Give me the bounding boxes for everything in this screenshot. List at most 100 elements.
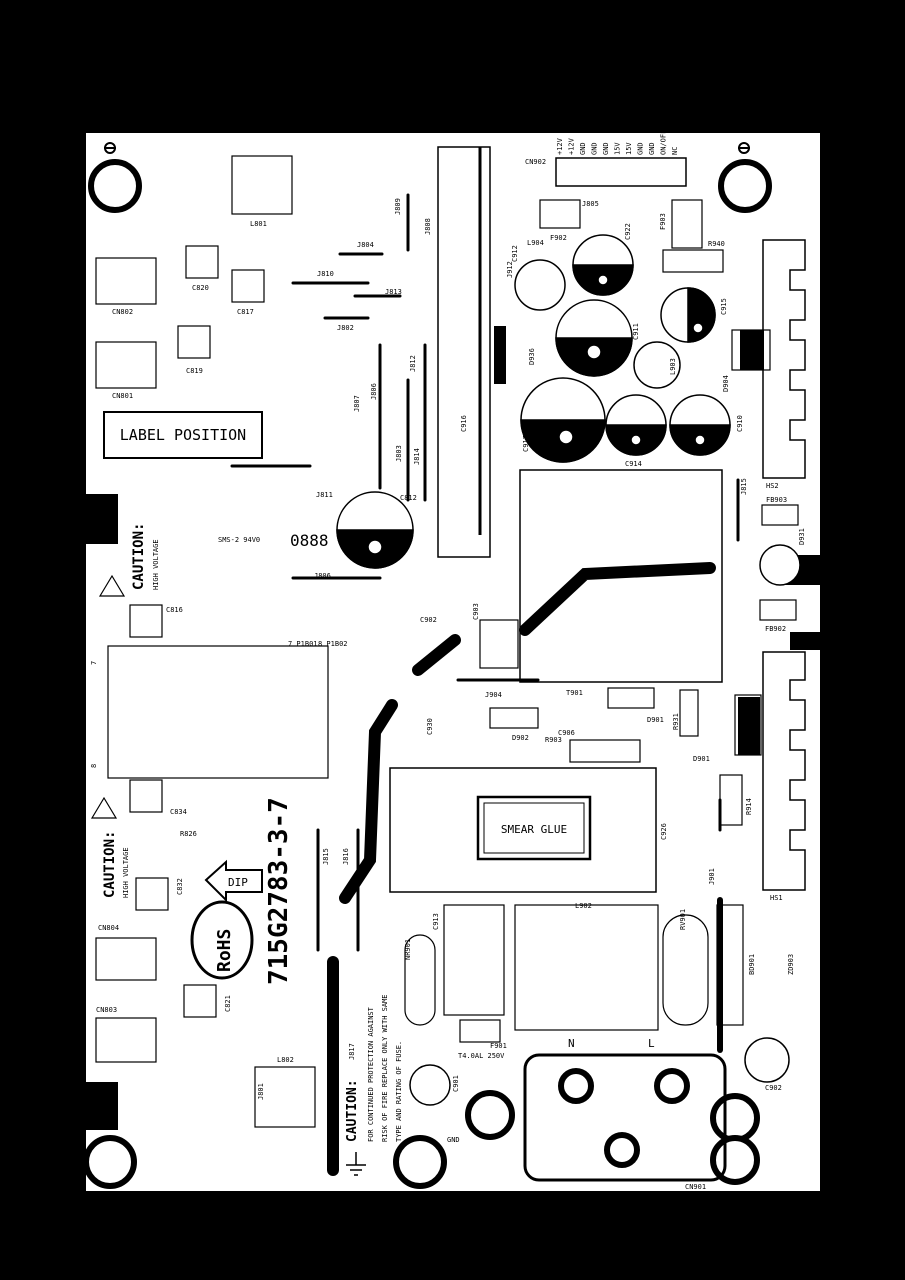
ref-t901: T901 (566, 689, 583, 697)
ref-fb902: FB902 (765, 625, 786, 633)
flammability-rating: SMS-2 94V0 (218, 536, 260, 544)
ref-j816: J816 (342, 848, 350, 865)
component-strip (437, 146, 491, 558)
ref-c820: C820 (192, 284, 209, 292)
diode-pad (494, 326, 506, 384)
ref-c819: C819 (186, 367, 203, 375)
ref-c901: C901 (452, 1075, 460, 1092)
ref-c817: C817 (237, 308, 254, 316)
ref-l801: L801 (250, 220, 267, 228)
connector-cn902 (555, 157, 687, 187)
ref-l903: L903 (669, 358, 677, 375)
ref-j912: J912 (506, 261, 514, 278)
ref-j814: J814 (413, 448, 421, 465)
connector-pin-label: GND (637, 142, 645, 155)
label-dip: DIP (228, 876, 248, 889)
ref-hs2: HS2 (766, 482, 779, 490)
edge-notch (790, 632, 820, 650)
svg-text:RISK OF FIRE REPLACE ONLY WITH: RISK OF FIRE REPLACE ONLY WITH SAME (381, 994, 389, 1142)
ref-c821: C821 (224, 995, 232, 1012)
warning-icon (98, 574, 126, 597)
ref-r914: R914 (745, 798, 753, 815)
connector-pin-label: +12V (568, 137, 576, 155)
svg-text:CAUTION:: CAUTION: (102, 831, 118, 898)
label-line: L (648, 1037, 655, 1050)
ref-c913: C913 (432, 913, 440, 930)
ref-c902: C902 (420, 616, 437, 624)
smear-glue-area (389, 767, 657, 893)
ref-cn902: CN902 (525, 158, 546, 166)
connector-pin-label: GND (648, 142, 656, 155)
rohs-badge (190, 900, 254, 980)
ref-d901: D901 (647, 716, 664, 724)
ref-f902: F902 (550, 234, 567, 242)
ref-l802: L802 (277, 1056, 294, 1064)
ref-c816: C816 (166, 606, 183, 614)
reference-designators: L801J809J810J804C820C817C819J808J813J802… (90, 198, 806, 1191)
inductor-circles (409, 259, 801, 1106)
date-code: 0888 (290, 531, 329, 550)
svg-text:HIGH VOLTAGE: HIGH VOLTAGE (122, 847, 130, 898)
connector-pin-label: GND (591, 142, 599, 155)
ref-c902b: C902 (765, 1084, 782, 1092)
ref-c910: C910 (736, 415, 744, 432)
ref-rv901: RV901 (679, 909, 687, 930)
ref-d901b: D901 (693, 755, 710, 763)
edge-notch (86, 494, 118, 544)
label-neutral: N (568, 1037, 575, 1050)
ref-c926: C926 (660, 823, 668, 840)
ref-c922: C922 (624, 223, 632, 240)
ref-j810: J810 (317, 270, 334, 278)
ref-c912: C912 (511, 245, 519, 262)
ref-c915: C915 (720, 298, 728, 315)
ref-j806b: J806 (314, 572, 331, 580)
svg-text:CAUTION:: CAUTION: (345, 1079, 360, 1142)
pin-marker: 7 P1B01 (288, 640, 318, 648)
ref-cn801: CN801 (112, 392, 133, 400)
ref-d904: D904 (722, 375, 730, 392)
transformer-t901 (519, 469, 723, 683)
label-position: LABEL POSITION (120, 426, 246, 444)
ref-j805: J805 (582, 200, 599, 208)
ref-d936: D936 (528, 348, 536, 365)
ref-pin8: 8 (90, 764, 98, 768)
fuse-rating: T4.0AL 250V (458, 1052, 505, 1060)
screw-icon (104, 142, 750, 154)
svg-text:TYPE AND RATING OF FUSE.: TYPE AND RATING OF FUSE. (395, 1041, 403, 1142)
ref-j901: J901 (708, 868, 716, 885)
ref-c916: C916 (460, 415, 468, 432)
electrolytic-capacitors (336, 234, 731, 569)
label-smear-glue: SMEAR GLUE (501, 823, 567, 836)
ref-c812: C812 (400, 494, 417, 502)
ref-c911: C911 (632, 323, 640, 340)
ref-j802: J802 (337, 324, 354, 332)
ref-j801: J801 (257, 1083, 265, 1100)
ref-nr901: NR901 (404, 939, 412, 960)
label-rohs: RoHS (214, 929, 235, 972)
ref-cn901: CN901 (685, 1183, 706, 1191)
ac-inlet (523, 1053, 727, 1182)
ref-r826: R826 (180, 830, 197, 838)
ref-d931: D931 (798, 528, 806, 545)
svg-text:CAUTION:: CAUTION: (131, 523, 147, 590)
connector-pin-label: GND (602, 142, 610, 155)
dip-arrow-icon (204, 859, 263, 903)
ref-j806: J806 (370, 383, 378, 400)
ref-fb903: FB903 (766, 496, 787, 504)
ic-pad (738, 697, 760, 755)
caution-fuse: CAUTION: FOR CONTINUED PROTECTION AGAINS… (345, 994, 403, 1142)
ref-cn804: CN804 (98, 924, 119, 932)
ground-icon (346, 1152, 366, 1176)
ref-cn802: CN802 (112, 308, 133, 316)
ref-j817: J817 (348, 1043, 356, 1060)
ref-c903: C903 (472, 603, 480, 620)
ref-j813: J813 (385, 288, 402, 296)
ref-c832: C832 (176, 878, 184, 895)
ref-hs1: HS1 (770, 894, 783, 902)
ref-zd903: ZD903 (787, 954, 795, 975)
ac-inlet-pins (558, 1068, 690, 1168)
ref-j815: J815 (740, 478, 748, 495)
ref-d902: D902 (512, 734, 529, 742)
